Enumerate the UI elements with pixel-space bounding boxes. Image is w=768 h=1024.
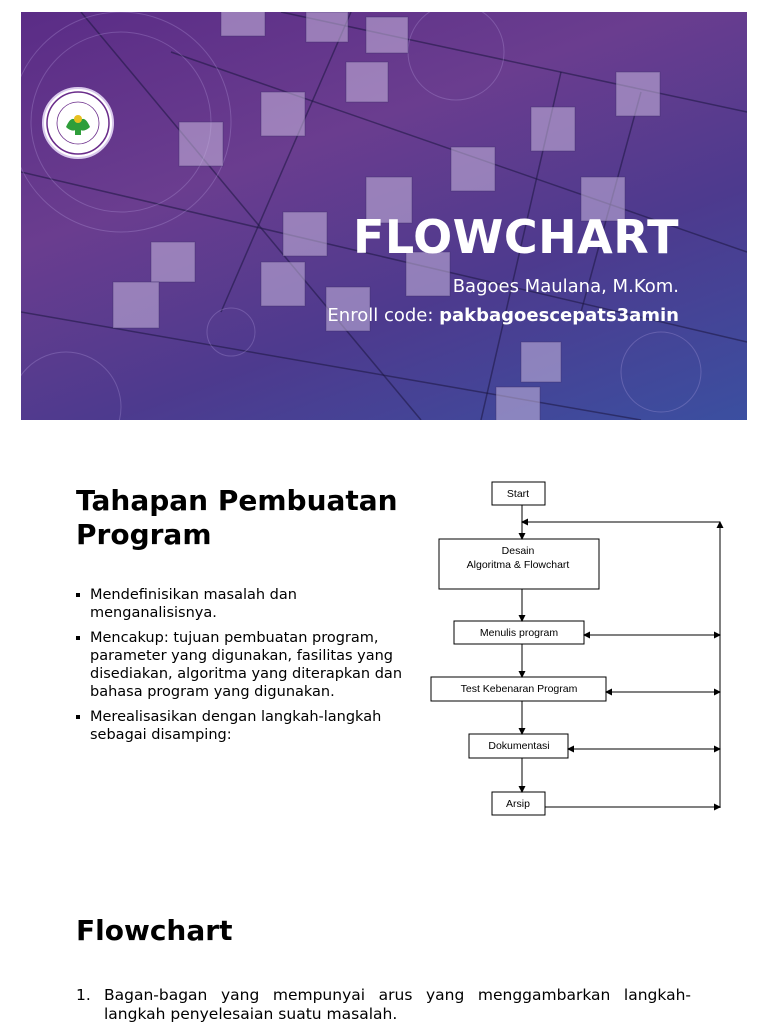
program-flowchart: Start Desain Algoritma & Flowchart Menul… xyxy=(430,481,724,816)
university-logo xyxy=(42,87,114,159)
flow-box-desain xyxy=(438,538,600,590)
section-title: Flowchart xyxy=(76,914,233,947)
bullet-item: Mencakup: tujuan pembuatan program, para… xyxy=(76,629,406,701)
tahapan-slide: Tahapan Pembuatan Program Mendefinisikan… xyxy=(0,430,768,870)
slide-title: Tahapan Pembuatan Program xyxy=(76,484,398,551)
title-slide: FLOWCHART Bagoes Maulana, M.Kom. Enroll … xyxy=(21,12,747,420)
numbered-list: 1. Bagan-bagan yang mempunyai arus yang … xyxy=(76,986,691,1024)
presentation-title: FLOWCHART xyxy=(352,210,679,264)
flow-label-menulis: Menulis program xyxy=(480,627,558,639)
flow-label-dokumentasi: Dokumentasi xyxy=(488,740,549,752)
flow-box-start xyxy=(491,481,546,506)
flow-label-desain: Desain xyxy=(502,545,535,557)
enroll-label: Enroll code: xyxy=(327,305,440,326)
flow-label-start: Start xyxy=(507,488,529,500)
bullet-item: Mendefinisikan masalah dan menganalisisn… xyxy=(76,586,406,622)
bullet-list: Mendefinisikan masalah dan menganalisisn… xyxy=(76,586,406,751)
list-text: Bagan-bagan yang mempunyai arus yang men… xyxy=(104,986,691,1023)
bullet-item: Merealisasikan dengan langkah-langkah se… xyxy=(76,708,406,744)
list-number: 1. xyxy=(76,986,91,1004)
enroll-code-line: Enroll code: pakbagoescepats3amin xyxy=(327,305,679,326)
flow-label-test: Test Kebenaran Program xyxy=(461,683,578,695)
author-name: Bagoes Maulana, M.Kom. xyxy=(452,276,679,297)
flow-box-dokumentasi xyxy=(468,733,569,759)
network-cubes-background xyxy=(21,12,747,420)
flow-box-test xyxy=(430,676,607,702)
list-item: 1. Bagan-bagan yang mempunyai arus yang … xyxy=(76,986,691,1024)
flow-label-arsip: Arsip xyxy=(506,798,530,810)
enroll-code: pakbagoescepats3amin xyxy=(439,305,679,326)
flow-label-algoritma: Algoritma & Flowchart xyxy=(467,559,570,571)
